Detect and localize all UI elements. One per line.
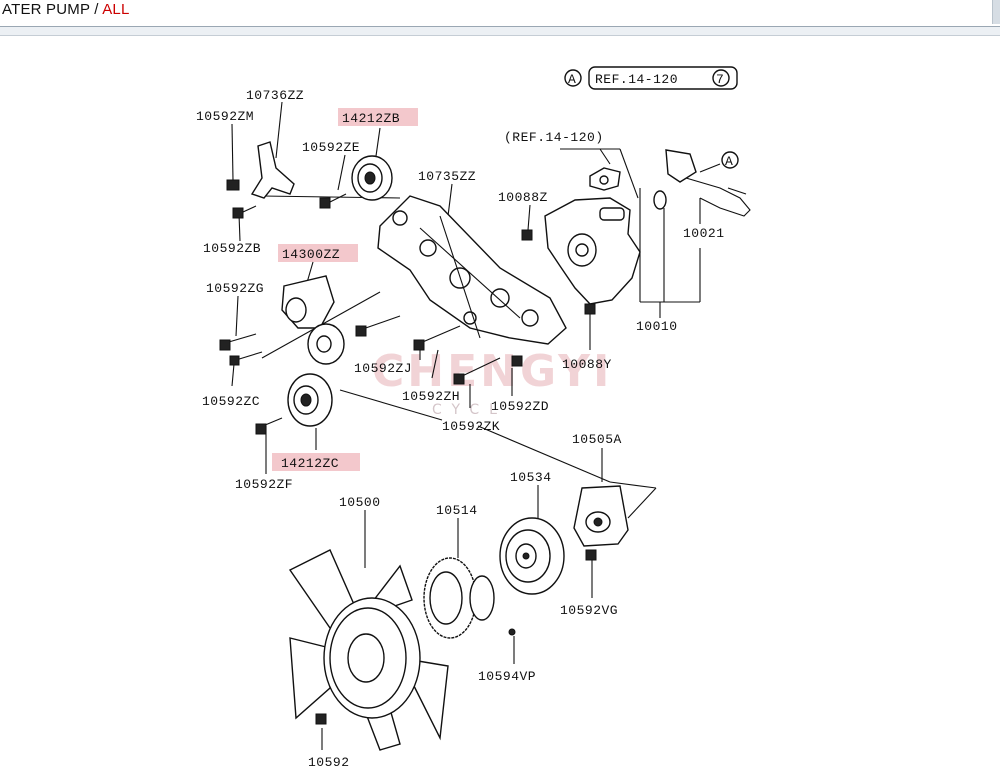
part-label-10021[interactable]: 10021 (683, 226, 725, 241)
highlight-14300ZZ (278, 244, 358, 262)
bolt-10592ZD (511, 355, 523, 367)
breadcrumb-title: ATER PUMP (2, 1, 90, 18)
part-label-10592ZH[interactable]: 10592ZH (402, 389, 460, 404)
watermark: CHENGYI (372, 346, 612, 397)
part-label-14300ZZ[interactable]: 14300ZZ (282, 247, 340, 262)
bracket-10736ZZ (250, 141, 295, 199)
ref-box-label[interactable]: REF.14-120 (595, 72, 678, 87)
ref-circle-a (564, 69, 582, 87)
part-label-10735ZZ[interactable]: 10735ZZ (418, 169, 476, 184)
part-label-10592[interactable]: 10592 (308, 755, 350, 770)
bolt-10592ZC (229, 355, 240, 366)
bolt-10592ZH (413, 339, 425, 351)
scroll-handle[interactable] (992, 0, 1000, 24)
part-label-10592ZC[interactable]: 10592ZC (202, 394, 260, 409)
breadcrumb-bar: ATER PUMP / ALL (0, 0, 1000, 27)
breadcrumb: ATER PUMP / ALL (2, 1, 130, 18)
ref-pump-label[interactable]: (REF.14-120) (504, 130, 604, 145)
bolt-10592ZG (219, 339, 231, 351)
part-label-10592ZE[interactable]: 10592ZE (302, 140, 360, 155)
breadcrumb-separator: / (89, 1, 103, 18)
ref-number-circle (712, 69, 730, 87)
part-label-10534[interactable]: 10534 (510, 470, 552, 485)
leader-lines (231, 101, 701, 750)
hose-10021 (685, 177, 751, 217)
part-label-10594VP[interactable]: 10594VP (478, 669, 536, 684)
part-label-14212ZC[interactable]: 14212ZC (281, 456, 339, 471)
bolt-head-10592ZB (232, 207, 244, 219)
highlight-14212ZB (338, 108, 418, 126)
part-label-10592ZD[interactable]: 10592ZD (491, 399, 549, 414)
toolbar-band (0, 27, 1000, 36)
bolt-head-10088Y (584, 303, 596, 315)
breadcrumb-category-link[interactable]: ALL (102, 1, 130, 18)
part-label-10592ZF[interactable]: 10592ZF (235, 477, 293, 492)
bolt-10592ZF (255, 423, 267, 435)
ref-arrow-circle (721, 151, 739, 169)
fan-10500 (288, 549, 449, 751)
part-label-10592ZK[interactable]: 10592ZK (442, 419, 500, 434)
part-label-10592ZJ[interactable]: 10592ZJ (354, 361, 412, 376)
bolt-head-10088Z (521, 229, 533, 241)
part-label-10592ZB[interactable]: 10592ZB (203, 241, 261, 256)
ref-arrow-letter: A (725, 154, 733, 169)
part-label-10500[interactable]: 10500 (339, 495, 381, 510)
part-label-10736ZZ[interactable]: 10736ZZ (246, 88, 304, 103)
highlight-14212ZC (272, 453, 360, 471)
bolt-10592VG (585, 549, 597, 561)
bolt-10592 (315, 713, 327, 725)
part-label-10592ZG[interactable]: 10592ZG (206, 281, 264, 296)
ref-number: 7 (716, 72, 724, 87)
nut-10592ZM (226, 179, 240, 191)
part-label-10514[interactable]: 10514 (436, 503, 478, 518)
fitting-10021 (665, 149, 697, 183)
bolt-head-10592ZE (319, 197, 331, 209)
bolt-10592ZK (453, 373, 465, 385)
part-label-10010[interactable]: 10010 (636, 319, 678, 334)
o-ring (653, 190, 667, 210)
watermark-sub: CYCL (432, 402, 507, 418)
part-label-10592VG[interactable]: 10592VG (560, 603, 618, 618)
part-label-10088Y[interactable]: 10088Y (562, 357, 612, 372)
ref-box (588, 66, 738, 90)
part-label-10088Z[interactable]: 10088Z (498, 190, 548, 205)
bolt-10592ZJ (355, 325, 367, 337)
part-label-14212ZB[interactable]: 14212ZB (342, 111, 400, 126)
parts-diagram: CHENGYI CYCL A REF.14-120 7 10736ZZ 1059… (196, 66, 751, 770)
part-label-10592ZM[interactable]: 10592ZM (196, 109, 254, 124)
part-label-10505A[interactable]: 10505A (572, 432, 622, 447)
ref-circle-a-letter: A (568, 72, 576, 87)
